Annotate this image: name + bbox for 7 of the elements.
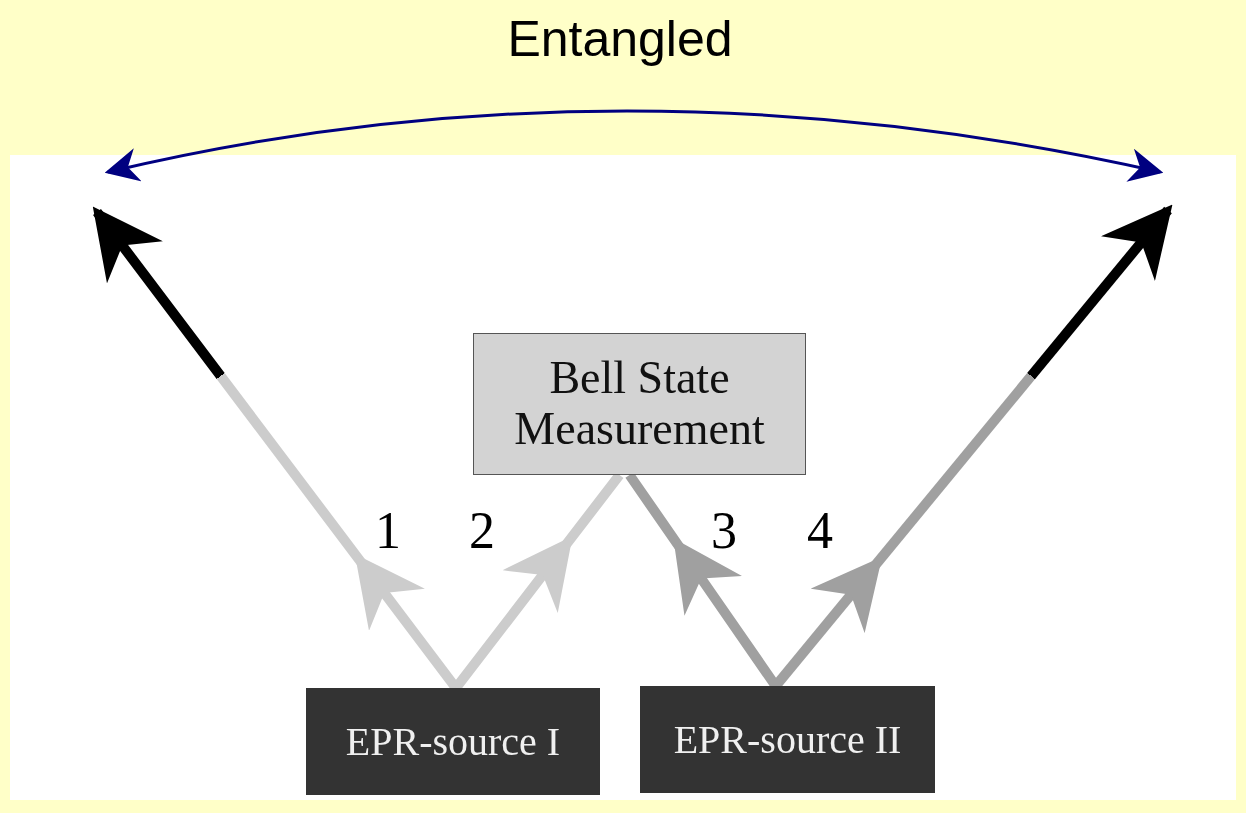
source-box [306, 688, 600, 795]
node-label: EPR-source II [673, 717, 902, 762]
node-label: Bell State Measurement [513, 353, 766, 455]
measurement-box [473, 333, 806, 475]
node-label: EPR-source I [345, 719, 561, 764]
source-box [640, 686, 935, 793]
title-label: Entangled [507, 14, 733, 64]
